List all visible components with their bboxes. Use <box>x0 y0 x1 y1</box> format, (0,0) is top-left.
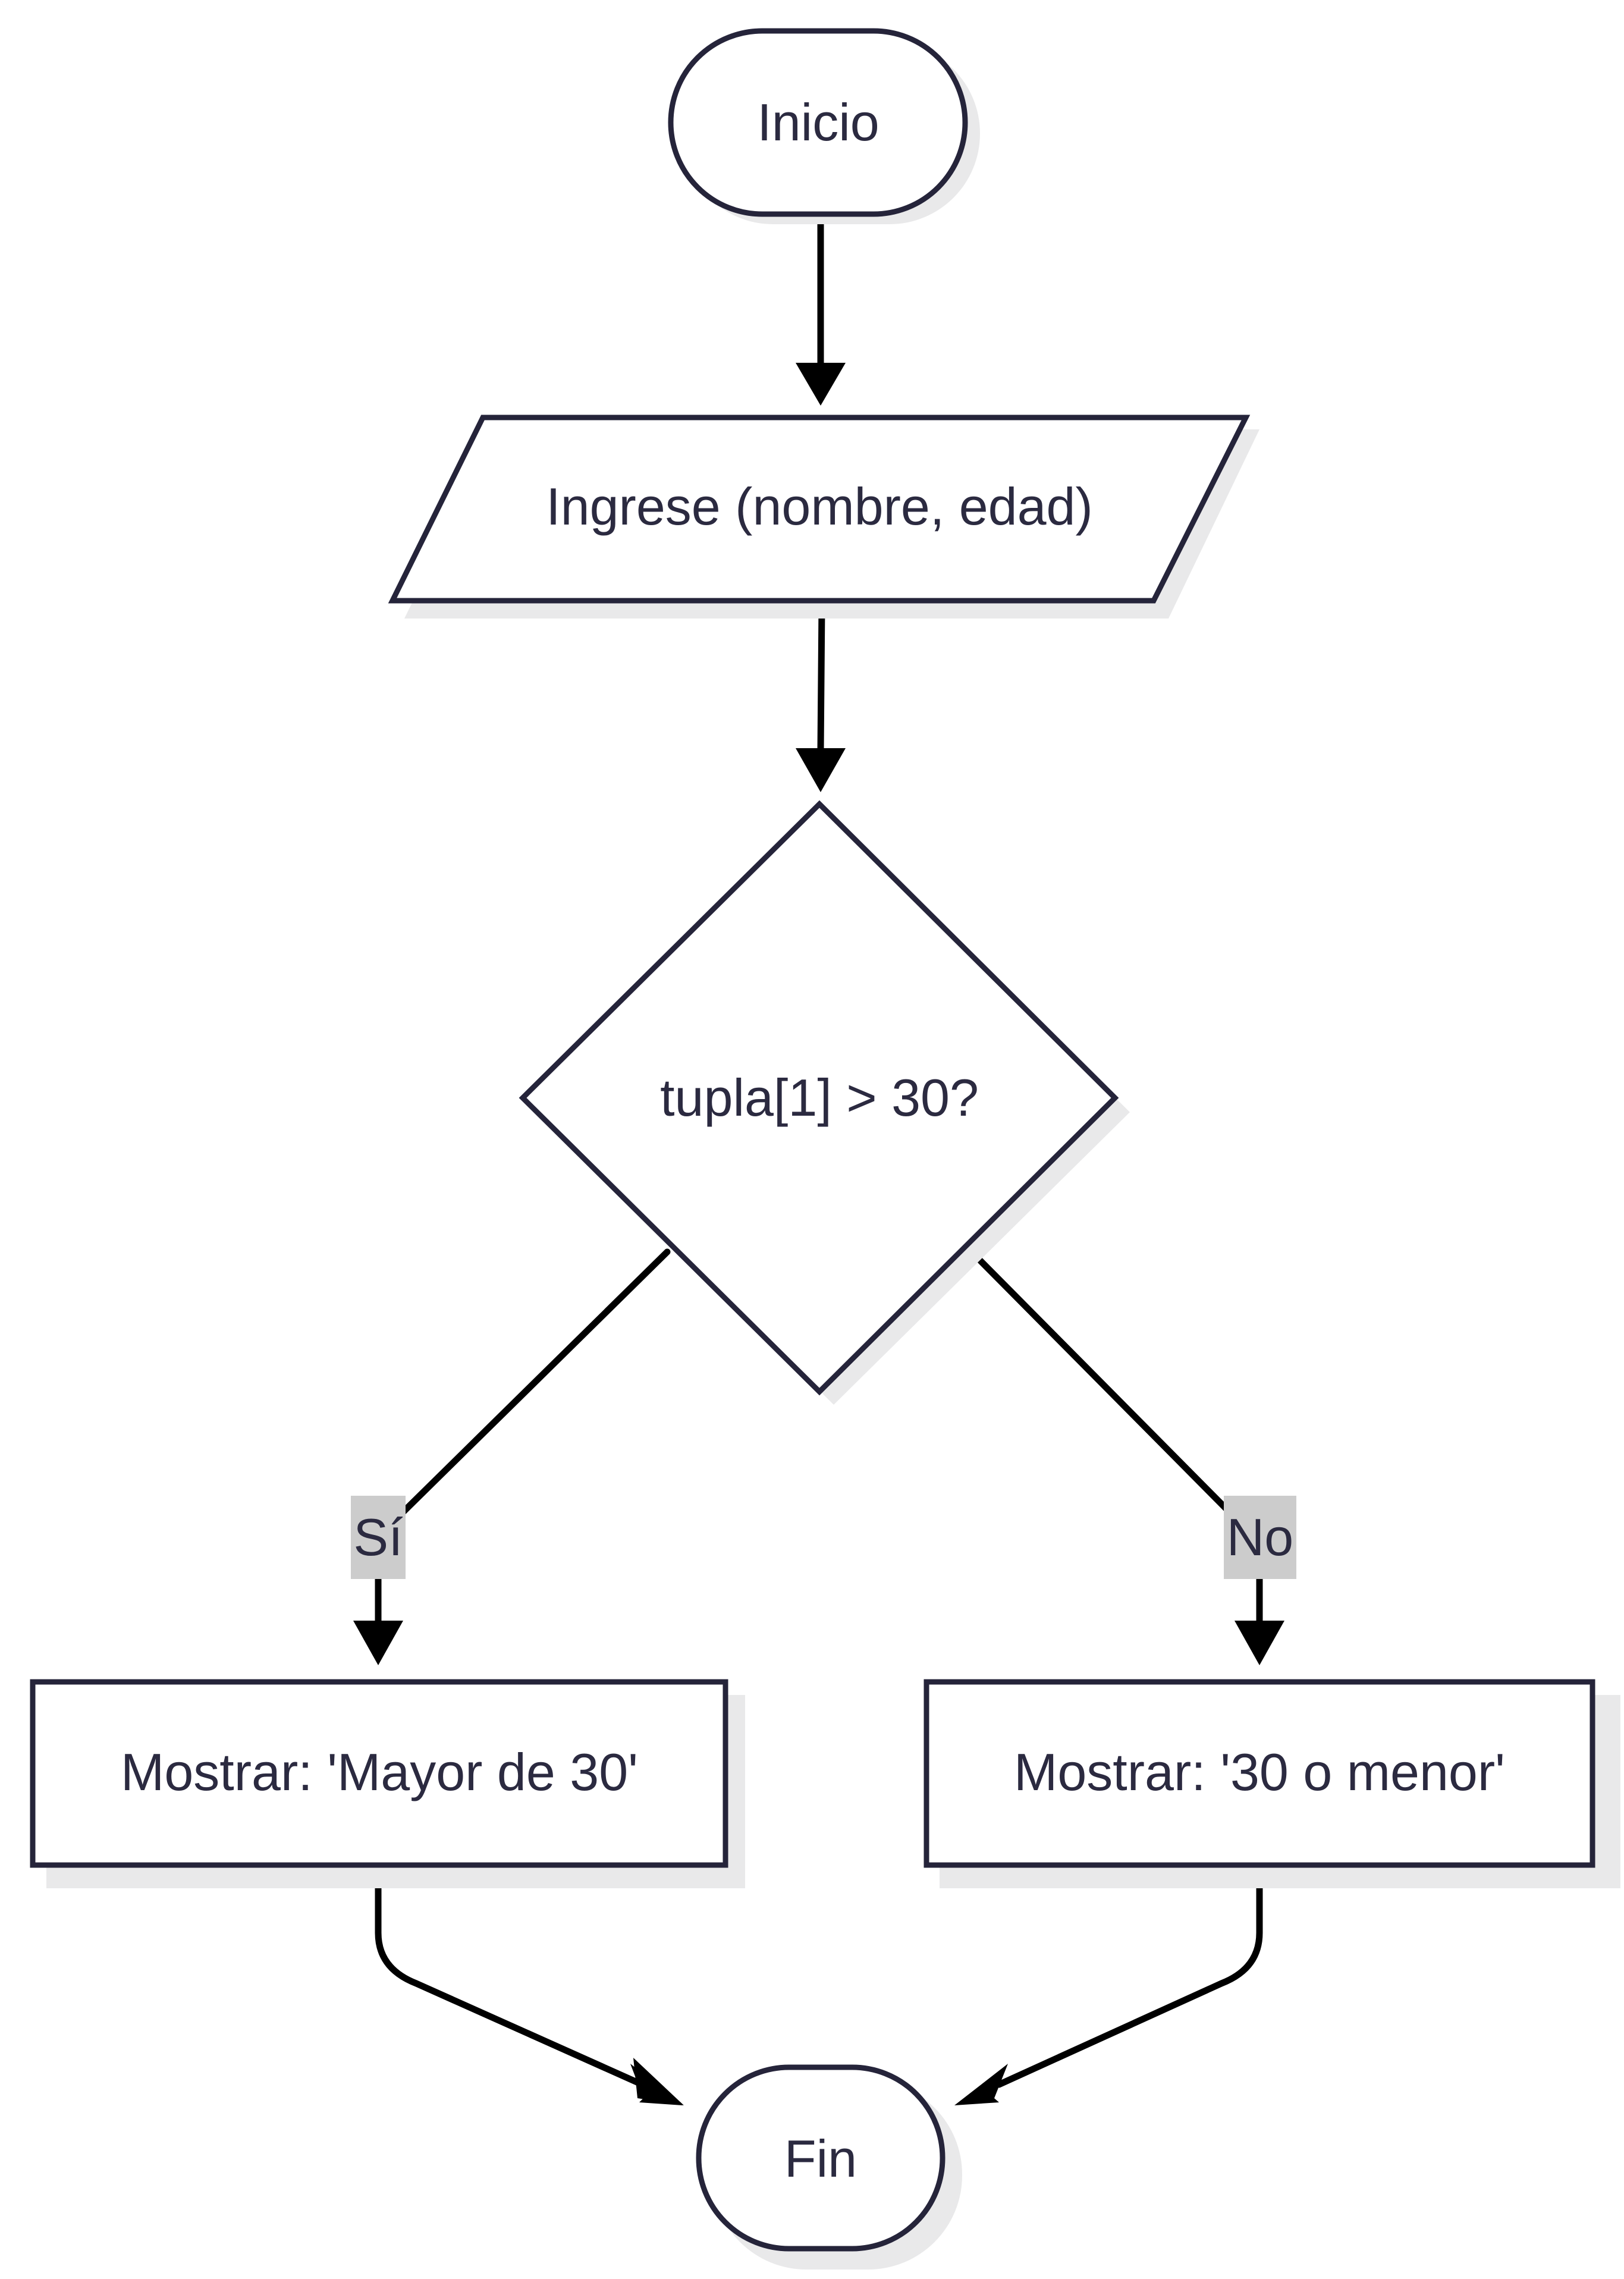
node-decision-label: tupla[1] > 30? <box>660 1068 979 1127</box>
edge-label-no-text: No <box>1227 1508 1294 1567</box>
node-yes-box-label: Mostrar: 'Mayor de 30' <box>121 1743 638 1801</box>
edge-decision-to-no <box>968 1248 1284 1665</box>
edge-input-to-decision <box>796 603 846 792</box>
node-input: Ingrese (nombre, edad) <box>388 415 1259 619</box>
edge-start-to-input <box>796 215 846 406</box>
edge-label-yes: Sí <box>351 1496 406 1579</box>
node-yes-box: Mostrar: 'Mayor de 30' <box>30 1679 745 1888</box>
node-start: Inicio <box>668 28 980 224</box>
edge-label-yes-text: Sí <box>353 1508 403 1567</box>
node-start-label: Inicio <box>757 93 879 152</box>
node-no-box-label: Mostrar: '30 o menor' <box>1014 1743 1505 1801</box>
node-decision: tupla[1] > 30? <box>519 800 1130 1405</box>
edge-decision-to-yes <box>353 1248 671 1665</box>
edge-yes-to-end <box>375 1864 684 2105</box>
node-end: Fin <box>696 2064 962 2269</box>
node-end-label: Fin <box>784 2129 857 2188</box>
edge-label-no: No <box>1224 1496 1296 1579</box>
node-input-label: Ingrese (nombre, edad) <box>546 477 1093 536</box>
edge-no-to-end <box>954 1864 1263 2105</box>
node-no-box: Mostrar: '30 o menor' <box>923 1679 1620 1888</box>
